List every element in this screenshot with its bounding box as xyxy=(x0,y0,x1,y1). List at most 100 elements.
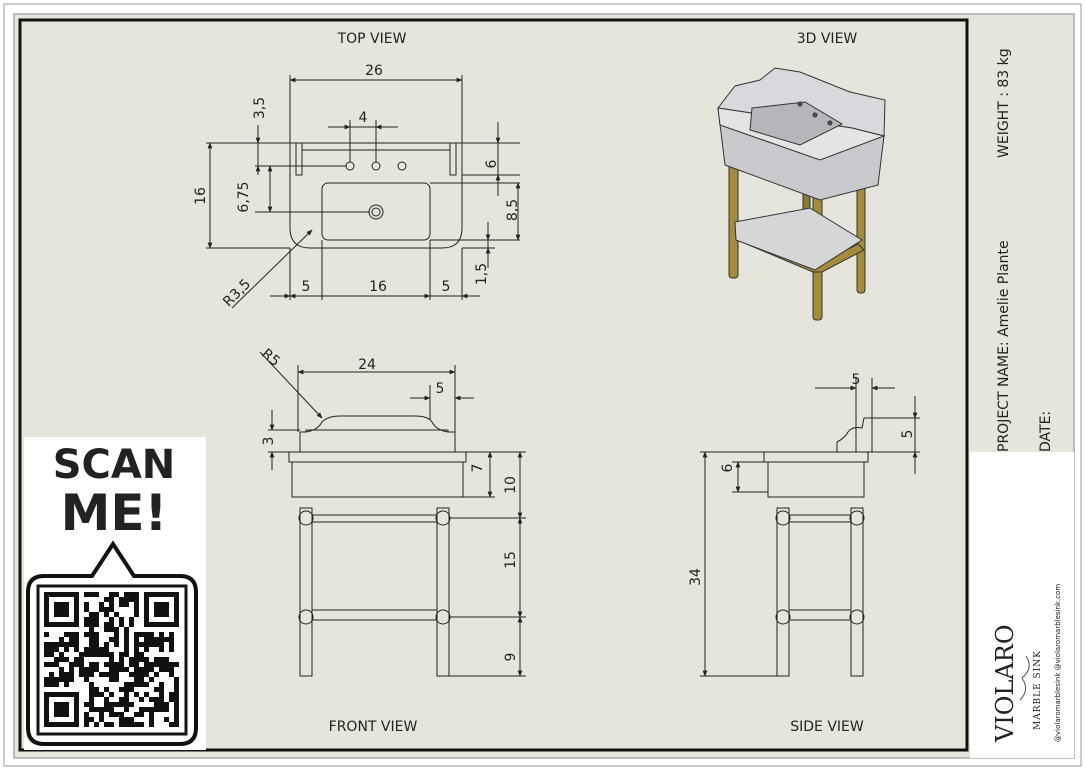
qr-module xyxy=(129,672,134,677)
qr-module xyxy=(154,672,159,677)
qr-module xyxy=(54,647,59,652)
qr-module xyxy=(154,702,159,707)
qr-module xyxy=(124,642,129,647)
dim-front-low: 9 xyxy=(503,653,519,662)
qr-module xyxy=(144,682,149,687)
qr-module xyxy=(54,662,59,667)
qr-module xyxy=(89,682,94,687)
qr-module xyxy=(109,602,114,607)
qr-module xyxy=(114,662,119,667)
qr-module xyxy=(104,612,109,617)
qr-module xyxy=(99,717,104,722)
dim-top-upper: 3,5 xyxy=(252,97,268,119)
qr-module xyxy=(124,702,129,707)
qr-module xyxy=(89,667,94,672)
qr-module xyxy=(114,632,119,637)
qr-finder xyxy=(54,602,69,617)
qr-module xyxy=(89,697,94,702)
qr-module xyxy=(134,672,139,677)
qr-module xyxy=(164,662,169,667)
qr-module xyxy=(114,612,119,617)
qr-module xyxy=(89,672,94,677)
brand-ornament xyxy=(1019,655,1030,701)
brand-block: VIOLARO MARBLE SINK @violaromarblesink @… xyxy=(991,584,1062,743)
qr-module xyxy=(169,632,174,637)
qr-module xyxy=(149,722,154,727)
qr-module xyxy=(84,647,89,652)
qr-module xyxy=(134,652,139,657)
qr-module xyxy=(74,632,79,637)
qr-module xyxy=(99,607,104,612)
brand-name: VIOLARO xyxy=(991,624,1019,743)
qr-module xyxy=(124,692,129,697)
dim-side-total: 34 xyxy=(688,568,704,586)
qr-module xyxy=(84,592,89,597)
qr-cta-line2: ME! xyxy=(61,484,168,542)
brand-tagline: MARBLE SINK xyxy=(1033,650,1043,730)
qr-module xyxy=(64,682,69,687)
dim-top-bowl-r: 8,5 xyxy=(505,199,521,221)
qr-module xyxy=(119,617,124,622)
qr-module xyxy=(59,672,64,677)
qr-module xyxy=(174,687,179,692)
qr-panel: SCAN ME! xyxy=(24,437,206,750)
qr-module xyxy=(149,697,154,702)
qr-module xyxy=(139,707,144,712)
qr-module xyxy=(144,647,149,652)
qr-module xyxy=(174,697,179,702)
front-splash-curve xyxy=(305,415,449,433)
qr-module xyxy=(109,662,114,667)
qr-module xyxy=(159,682,164,687)
qr-module xyxy=(144,662,149,667)
qr-module xyxy=(129,682,134,687)
qr-module xyxy=(104,687,109,692)
qr-module xyxy=(44,682,49,687)
qr-module xyxy=(149,637,154,642)
qr-module xyxy=(124,597,129,602)
qr-module xyxy=(84,712,89,717)
qr-module xyxy=(84,702,89,707)
qr-module xyxy=(169,672,174,677)
qr-module xyxy=(59,657,64,662)
qr-module xyxy=(134,602,139,607)
qr-module xyxy=(69,667,74,672)
qr-module xyxy=(159,632,164,637)
qr-module xyxy=(139,682,144,687)
top-view-title: TOP VIEW xyxy=(337,31,407,47)
qr-module xyxy=(109,702,114,707)
qr-module xyxy=(54,642,59,647)
dim-top-taps: 4 xyxy=(359,110,368,126)
qr-module xyxy=(109,592,114,597)
qr-module xyxy=(94,637,99,642)
side-leg-left xyxy=(776,507,790,677)
brand-social: @violaromarblesink @violaromarblesink.co… xyxy=(1054,584,1062,742)
qr-module xyxy=(124,627,129,632)
qr-module xyxy=(144,672,149,677)
qr-module xyxy=(119,712,124,717)
qr-code[interactable] xyxy=(44,592,179,727)
qr-module xyxy=(119,597,124,602)
qr-module xyxy=(149,712,154,717)
qr-module xyxy=(64,647,69,652)
qr-module xyxy=(64,672,69,677)
qr-module xyxy=(124,667,129,672)
qr-module xyxy=(134,592,139,597)
qr-module xyxy=(74,657,79,662)
qr-module xyxy=(104,702,109,707)
qr-module xyxy=(84,622,89,627)
qr-module xyxy=(119,662,124,667)
qr-module xyxy=(129,702,134,707)
qr-module xyxy=(59,642,64,647)
qr-module xyxy=(49,672,54,677)
qr-module xyxy=(99,602,104,607)
qr-module xyxy=(144,667,149,672)
qr-module xyxy=(79,657,84,662)
qr-module xyxy=(129,687,134,692)
dim-top-bowl-w: 16 xyxy=(369,279,387,295)
qr-module xyxy=(104,627,109,632)
qr-module xyxy=(134,662,139,667)
qr-module xyxy=(119,697,124,702)
qr-module xyxy=(94,612,99,617)
qr-module xyxy=(109,712,114,717)
